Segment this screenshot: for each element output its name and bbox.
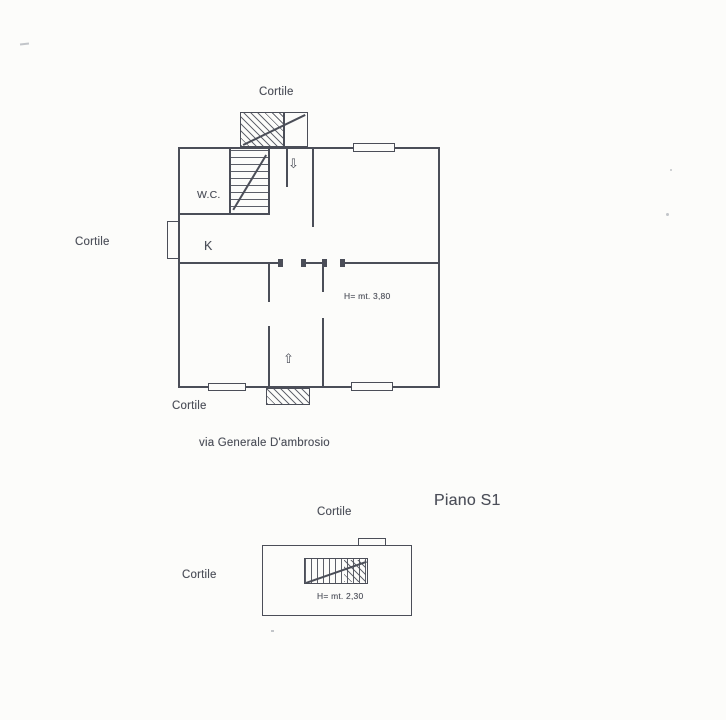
wall-segment (344, 262, 440, 264)
label-room-wc: W.C. (197, 189, 221, 201)
door-jamb (322, 259, 327, 267)
exterior-staircase-top (240, 112, 308, 147)
wall-segment (438, 147, 440, 388)
scan-noise (670, 169, 672, 171)
scan-noise (19, 42, 30, 46)
staircase-hatch (267, 389, 309, 404)
wall-segment (178, 147, 440, 149)
wall-segment (178, 213, 270, 215)
scan-noise (271, 630, 274, 632)
label-cortile-top: Cortile (259, 86, 294, 98)
exterior-staircase-bottom (266, 388, 310, 405)
wall-segment (229, 147, 231, 213)
wall-segment (178, 262, 282, 264)
door-jamb (340, 259, 345, 267)
bay-window-marker (167, 221, 179, 259)
wall-segment (283, 112, 285, 147)
scan-noise (666, 213, 669, 216)
wall-segment (268, 147, 270, 215)
window-marker (208, 383, 246, 391)
wall-segment (322, 318, 324, 388)
label-cortile-left: Cortile (75, 236, 110, 248)
window-marker (351, 382, 393, 391)
wall-segment (306, 262, 324, 264)
label-cortile-left-lower: Cortile (182, 569, 217, 581)
basement-outline (262, 545, 412, 616)
wall-segment (286, 147, 288, 187)
door-jamb (301, 259, 306, 267)
wall-segment (268, 262, 270, 302)
label-ceiling-height-lower: H= mt. 2,30 (317, 591, 364, 601)
wall-segment (268, 326, 270, 388)
label-cortile-top-lower: Cortile (317, 506, 352, 518)
window-marker (358, 538, 386, 546)
window-marker (353, 143, 395, 152)
entry-arrow-up-icon: ⇧ (283, 351, 294, 366)
wall-segment (322, 264, 324, 292)
label-cortile-bottom: Cortile (172, 400, 207, 412)
entry-arrow-down-icon: ⇩ (288, 156, 299, 171)
label-plan-title: Piano S1 (434, 492, 501, 509)
wall-segment (312, 147, 314, 227)
label-street-name: via Generale D'ambrosio (199, 437, 330, 449)
label-ceiling-height-upper: H= mt. 3,80 (344, 291, 391, 301)
basement-staircase (304, 558, 368, 584)
door-jamb (278, 259, 283, 267)
wall-segment (178, 147, 180, 388)
wall-segment (178, 386, 440, 388)
label-room-kitchen: K (204, 239, 213, 253)
